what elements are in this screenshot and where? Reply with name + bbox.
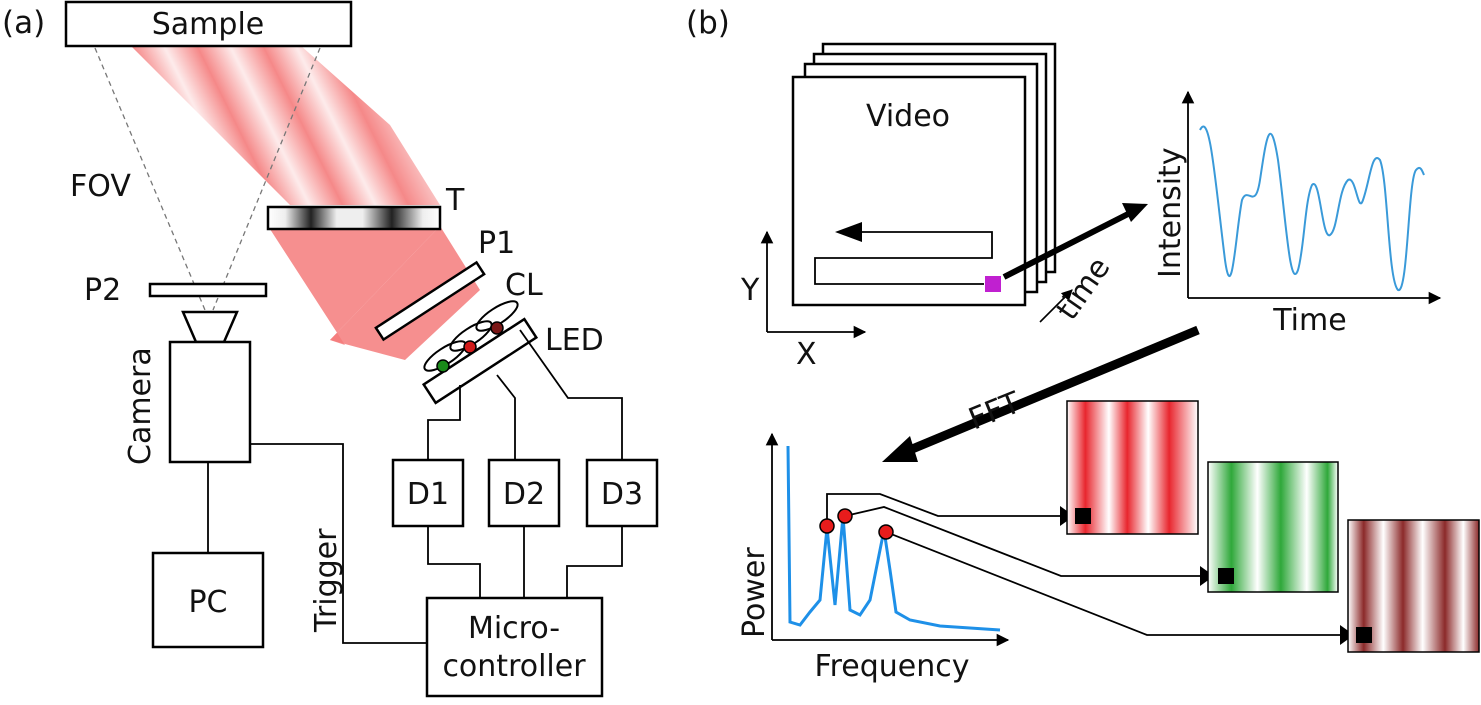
leader-peak-3-head xyxy=(1340,625,1354,645)
pixel-to-signal-arrow xyxy=(1002,209,1134,280)
wire-trigger xyxy=(250,443,427,644)
frequency-label: Frequency xyxy=(815,649,970,684)
peak-marker-2 xyxy=(837,508,853,524)
cl-label: CL xyxy=(505,268,543,303)
panel-a-tag: (a) xyxy=(2,5,45,41)
beam-lower-2 xyxy=(330,226,480,360)
p2-polarizer xyxy=(148,282,268,298)
fft-arrow-head xyxy=(882,436,918,462)
cl-lens-3 xyxy=(475,300,519,332)
t-grating xyxy=(266,205,442,231)
wire-led-d1 xyxy=(427,385,461,460)
d3-label: D3 xyxy=(601,477,643,512)
camera-lens xyxy=(181,310,239,344)
leader-peak-1 xyxy=(826,493,1078,526)
leader-peak-2 xyxy=(844,506,1218,577)
wire-d1-micro xyxy=(427,526,481,598)
wire-led-d3 xyxy=(519,329,623,460)
red-map-pixel xyxy=(1075,508,1091,524)
cl-lens-2 xyxy=(449,320,493,352)
y-axis-label: Y xyxy=(740,273,760,308)
sample-label: Sample xyxy=(152,7,265,42)
beam-upper xyxy=(130,45,440,205)
fov-line-left xyxy=(94,47,206,311)
fov-line-right xyxy=(212,47,321,311)
peak-marker-1 xyxy=(819,518,835,534)
time-arrow-label: time xyxy=(1050,251,1118,327)
leader-peak-2-head xyxy=(1200,566,1214,586)
driver-d2 xyxy=(487,458,561,528)
d2-label: D2 xyxy=(503,477,545,512)
peak-marker-3 xyxy=(878,524,894,540)
time-axis-label: Time xyxy=(1272,303,1346,338)
driver-d1 xyxy=(391,458,465,528)
power-label: Power xyxy=(737,547,772,638)
scan-arrow-head xyxy=(835,222,862,242)
video-frame-1 xyxy=(791,75,1027,307)
time-arrow xyxy=(1039,289,1073,323)
led-darkred xyxy=(490,321,504,335)
t-label: T xyxy=(445,183,465,218)
fft-label: FFT xyxy=(964,385,1026,437)
scan-path xyxy=(814,231,993,285)
green-map-pixel xyxy=(1218,568,1234,584)
led-green xyxy=(436,359,450,373)
x-axis-label: X xyxy=(796,337,817,372)
panel-a: (a) Sample FOV T P1 CL LED P2 xyxy=(2,0,659,698)
camera-label: Camera xyxy=(123,347,158,465)
panel-b-tag: (b) xyxy=(686,5,730,41)
driver-d3 xyxy=(585,458,659,528)
video-label: Video xyxy=(866,99,950,134)
wire-d3-micro xyxy=(566,526,623,598)
led-red xyxy=(463,340,477,354)
micro-label-1: Micro- xyxy=(468,611,560,646)
beam-lower xyxy=(268,226,440,345)
p1-polarizer xyxy=(374,260,486,342)
p1-label: P1 xyxy=(478,226,515,261)
sample-box xyxy=(64,0,353,48)
panel-b: (b) Video time Y X Intensity Time FFT xyxy=(686,5,1480,684)
pixel-to-signal-arrow-head xyxy=(1122,203,1148,222)
p2-label: P2 xyxy=(84,273,121,308)
pixel-marker xyxy=(985,276,1001,292)
camera-body xyxy=(168,340,252,464)
intensity-signal xyxy=(1199,125,1425,292)
trigger-label: Trigger xyxy=(309,528,344,633)
micro-label-2: controller xyxy=(442,649,586,684)
intensity-label: Intensity xyxy=(1153,147,1188,278)
wire-led-d2 xyxy=(496,374,516,460)
spectrum-line xyxy=(786,445,1001,632)
fov-label: FOV xyxy=(70,169,131,204)
fft-arrow xyxy=(903,325,1200,457)
led-label: LED xyxy=(545,323,604,358)
microcontroller-box xyxy=(425,596,604,698)
d1-label: D1 xyxy=(407,477,449,512)
leader-peak-3 xyxy=(885,531,1357,636)
pc-label: PC xyxy=(188,585,227,620)
darkred-map-pixel xyxy=(1356,627,1372,643)
